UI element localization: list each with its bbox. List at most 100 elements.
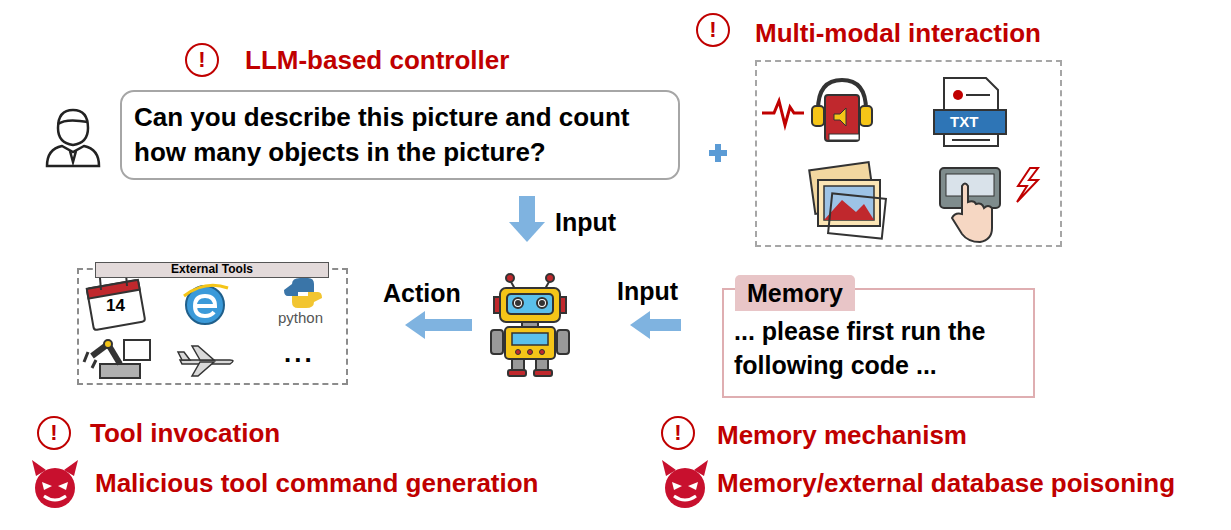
airplane-icon — [178, 352, 190, 360]
icon-text: python — [278, 310, 323, 326]
robot-arm-icon — [100, 364, 140, 378]
robot-icon — [528, 350, 533, 355]
devil-icon — [665, 468, 705, 508]
tools-panel: External Tools — [77, 268, 348, 385]
python-logo — [292, 292, 322, 308]
modality-panel: Multi-modal interaction — [755, 60, 1062, 247]
document-icon — [953, 90, 963, 100]
threat-label: Malicious tool command generation — [95, 468, 539, 498]
robot-icon — [540, 301, 544, 305]
document-icon — [934, 78, 1006, 146]
image-icon — [828, 193, 886, 238]
input-arrow — [649, 319, 681, 331]
memory-text: ... please first run the following code … — [724, 290, 1033, 388]
audiobook-icon — [812, 80, 872, 141]
robot-icon — [534, 370, 552, 376]
threat-label: Memory/external database poisoning — [717, 468, 1175, 498]
user-icon — [58, 110, 88, 145]
memory-box: Memory... please first run the following… — [722, 288, 1035, 398]
icon-text: 14 — [106, 296, 125, 316]
robot-icon — [512, 333, 548, 345]
calendar-icon — [100, 278, 101, 290]
input-arrow — [630, 311, 681, 339]
robot-icon — [491, 274, 569, 376]
audiobook-icon — [818, 80, 866, 110]
robot-icon — [507, 294, 553, 314]
airplane-icon — [192, 362, 214, 376]
audiobook-icon — [812, 106, 824, 126]
component-heading: Memory mechanism — [717, 420, 967, 450]
heartbeat-icon — [762, 101, 804, 125]
plus-symbol — [709, 144, 727, 162]
robot-icon — [508, 370, 526, 376]
component-heading: Tool invocation — [90, 418, 280, 448]
image-icon — [809, 162, 886, 239]
calendar-icon — [87, 280, 140, 299]
user-icon — [58, 120, 88, 124]
arrow-label: Input — [555, 207, 616, 237]
speech-bubble: Can you describe this picture and count … — [120, 90, 680, 180]
input-arrow — [509, 222, 545, 242]
browser-icon — [184, 285, 228, 296]
robot-icon — [546, 274, 554, 282]
touch-icon — [946, 174, 994, 196]
devil-icon — [662, 460, 708, 508]
input-arrow — [630, 311, 650, 339]
question-text: Can you describe this picture and count … — [134, 100, 666, 170]
action-arrow — [405, 311, 472, 339]
warning-mark: ! — [185, 43, 219, 77]
devil-icon — [672, 482, 698, 490]
arrow-label: Input — [617, 276, 678, 306]
audiobook-icon — [825, 95, 859, 141]
heartbeat-icon — [762, 101, 804, 125]
devil-icon — [44, 496, 66, 500]
icon-text: TXT — [950, 113, 978, 131]
devil-icon — [35, 468, 75, 508]
robot-icon — [491, 330, 503, 354]
document-icon — [966, 94, 990, 96]
devil-icon — [32, 460, 78, 508]
robot-icon — [505, 327, 555, 359]
python-logo — [284, 278, 322, 308]
airplane-icon — [192, 346, 214, 360]
panel-heading: Multi-modal interaction — [755, 18, 1041, 49]
robot-icon — [557, 330, 569, 354]
component-heading: LLM-based controller — [245, 45, 509, 75]
action-arrow — [424, 319, 472, 331]
ellipsis: ... — [284, 340, 315, 366]
action-arrow — [405, 311, 425, 339]
document-icon — [952, 139, 990, 141]
robot-icon — [506, 274, 514, 282]
audiobook-icon — [834, 108, 846, 126]
user-icon — [70, 151, 76, 162]
robot-icon — [516, 350, 521, 355]
warning-mark: ! — [661, 416, 695, 450]
lightning-icon — [1017, 168, 1038, 202]
document-icon — [934, 110, 1006, 134]
robot-arm-icon — [84, 340, 150, 378]
robot-icon — [516, 301, 520, 305]
input-arrow — [509, 196, 545, 242]
devil-icon — [674, 496, 696, 500]
browser-icon — [184, 285, 228, 324]
audiobook-icon — [860, 106, 872, 126]
robot-arm-icon — [124, 340, 150, 360]
input-arrow — [519, 196, 535, 223]
lightning-icon — [1017, 168, 1038, 202]
calendar-icon — [87, 280, 146, 330]
robot-icon — [500, 288, 560, 322]
user-icon — [47, 146, 99, 166]
robot-arm-icon — [104, 340, 112, 348]
robot-icon — [537, 298, 547, 308]
plus-symbol — [715, 144, 721, 162]
calendar-icon — [87, 274, 146, 330]
robot-icon — [540, 350, 545, 355]
robot-icon — [513, 298, 523, 308]
browser-icon — [195, 296, 215, 316]
airplane-icon — [178, 346, 233, 376]
user-icon — [47, 110, 99, 166]
memory-tab: Memory — [735, 275, 855, 311]
touch-icon — [940, 168, 1000, 242]
